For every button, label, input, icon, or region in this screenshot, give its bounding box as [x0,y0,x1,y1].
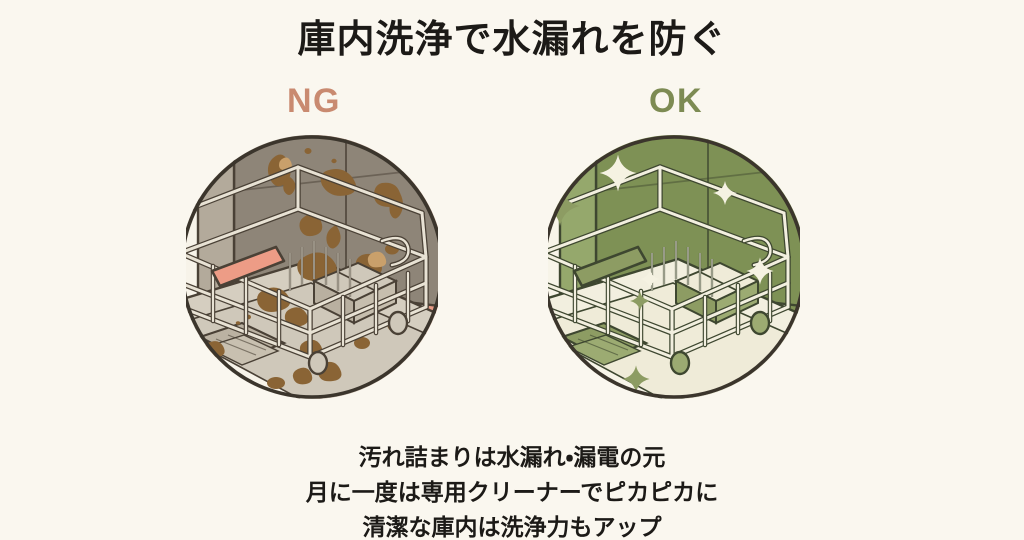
caption-line-3: 清潔な庫内は洗浄力もアップ [362,514,662,540]
badge-ok: OK [649,82,703,120]
ok-circle-ring [548,135,800,399]
ok-rack-tines-hl [651,241,713,297]
ng-rack-posts-fill [211,264,410,347]
ng-rack-tines-hl [289,241,351,297]
ng-rack-wheels [307,310,409,376]
ng-drain-filter [197,321,287,366]
ng-circle-ring [186,135,438,399]
ok-rack-rear-handle-fill [742,236,772,267]
badge-ng: NG [287,82,341,120]
ng-rack-rear-handle-fill [380,236,410,267]
caption-line-2: 月に一度は専用クリーナーでピカピカに [305,479,719,505]
ng-rack-frame-fill [186,165,428,359]
page-title: 庫内洗浄で水漏れを防ぐ [297,19,727,61]
illustration-ok-clean-dishwasher [548,131,800,403]
ok-rack-wheels [669,310,771,376]
caption-line-1: 汚れ詰まりは水漏れ・漏電の元 [358,444,666,470]
ng-rack-handle [210,245,286,288]
illustration-ng-dirty-dishwasher [186,131,438,403]
ok-rack-posts-fill [573,264,772,347]
ok-rack-handle [572,245,648,288]
